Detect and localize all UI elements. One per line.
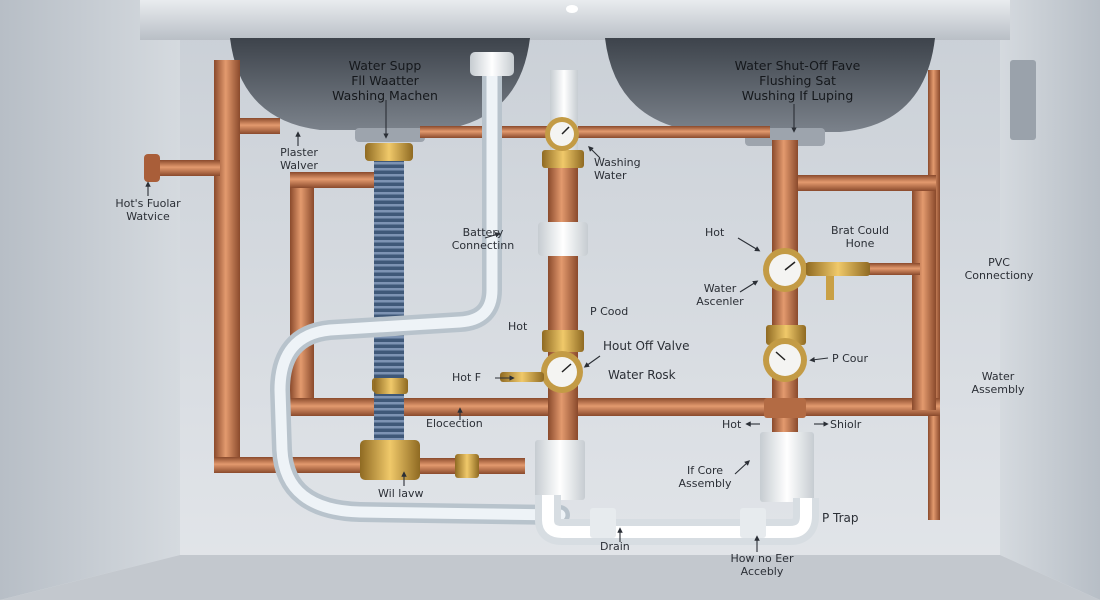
left-inner-top: [290, 172, 390, 188]
label-hot-f: Hot F: [452, 371, 482, 384]
label-wil-lavw: Wil lavw: [378, 487, 424, 500]
label-line: Connectinn: [451, 239, 515, 252]
bottom-outlet-nut: [455, 454, 479, 478]
label-how-no-eer: How no Eer Accebly: [722, 552, 802, 578]
label-line: Ascenler: [696, 295, 744, 308]
callout-arrows: [145, 100, 829, 552]
left-stub-arm: [150, 160, 220, 176]
right-outer-riser: [912, 180, 936, 410]
braided-hose: [374, 160, 404, 450]
right-valve-handle: [806, 262, 870, 276]
gauge-top-center: [545, 117, 579, 151]
right-valve-stem: [826, 276, 834, 300]
label-hout-off-valve: Hout Off Valve: [603, 339, 690, 353]
label-brat-could: Brat Could Hone: [818, 224, 902, 250]
center-riser: [548, 150, 578, 440]
label-p-trap: P Trap: [822, 511, 859, 525]
label-line: Flushing Sat: [759, 73, 836, 88]
label-line: Battery: [462, 226, 504, 239]
label-line: Assembly: [971, 383, 1025, 396]
label-line: Water: [594, 169, 627, 182]
left-copper-elbow: [240, 118, 280, 134]
label-line: Water: [703, 282, 737, 295]
label-elocection: Elocection: [426, 417, 483, 430]
label-line: If Core: [686, 464, 724, 477]
center-coupling: [538, 222, 588, 256]
label-battery-connection: Battery Connectinn: [438, 226, 528, 252]
label-water-ascenler: Water Ascenler: [680, 282, 760, 308]
label-line: Hone: [845, 237, 875, 250]
right-sink-bowl: [605, 38, 935, 132]
left-cabinet-wall: [0, 0, 180, 600]
label-line: Assembly: [678, 477, 732, 490]
right-outer-top: [790, 175, 936, 191]
label-line: Accebly: [740, 565, 784, 578]
pvc-drain-right: [760, 432, 814, 502]
left-strainer: [355, 128, 425, 142]
label-hot-small: Hot: [508, 320, 528, 333]
label-water-assembly: Water Assembly: [958, 370, 1038, 396]
label-hot-right: Hot: [705, 226, 725, 239]
top-cross-pipe: [420, 126, 770, 138]
hose-tee: [360, 440, 420, 480]
label-line: Plaster: [280, 146, 318, 159]
hot-valve-handle: [500, 372, 544, 382]
fitting-center-mid: [542, 330, 584, 352]
left-sink-bowl: [230, 38, 530, 130]
gauge-center-valve: [541, 351, 583, 393]
label-line: Fll Waatter: [351, 73, 419, 88]
right-bracket: [1010, 60, 1036, 140]
label-plaster-valve: Plaster Walver: [268, 146, 330, 172]
fitting-right-bottom: [764, 398, 806, 418]
cabinet-floor: [0, 555, 1100, 600]
p-trap-highlight: [542, 495, 812, 538]
left-copper-riser: [214, 60, 240, 470]
left-inner-riser: [290, 175, 314, 405]
label-pf-cood: P Cood: [590, 305, 629, 318]
label-pf-cour: P Cour: [832, 352, 869, 365]
gauge-right-upper: [763, 248, 807, 292]
label-hot-lower: Hot: [722, 418, 742, 431]
label-line: Brat Could: [830, 224, 890, 237]
label-shiolr: Shiolr: [830, 418, 862, 431]
hose-nut-top: [365, 143, 413, 161]
label-pvc-connection: PVC Connectiony: [952, 256, 1046, 282]
label-line: Hot's Fuolar: [115, 197, 181, 210]
sink-light: [566, 5, 578, 13]
label-line: Watvice: [126, 210, 170, 223]
label-if-core-assembly: If Core Assembly: [672, 464, 738, 490]
label-water-supply-left: Water Supp Fll Waatter Washing Machen: [300, 58, 470, 103]
label-water-rosk: Water Rosk: [608, 368, 676, 382]
white-drain-hose-highlight: [274, 69, 566, 521]
label-drain: Drain: [600, 540, 630, 553]
right-cabinet-wall: [1000, 0, 1100, 600]
label-line: Water Shut-Off Fave: [734, 58, 861, 73]
label-line: Water: [981, 370, 1015, 383]
drain-hose-cap: [470, 52, 514, 76]
label-line: PVC: [988, 256, 1010, 269]
fitting-left-mid: [374, 378, 408, 394]
label-water-shutoff-right: Water Shut-Off Fave Flushing Sat Wushing…: [705, 58, 890, 103]
label-line: Washing Machen: [332, 88, 438, 103]
p-trap-coupling-left: [590, 508, 616, 538]
left-stub-cap: [144, 154, 160, 182]
left-copper-bottom: [214, 457, 384, 473]
label-line: Washing: [594, 156, 641, 169]
pvc-drain-left: [535, 440, 585, 500]
p-trap-coupling-right: [740, 508, 766, 538]
label-hot-fuolar: Hot's Fuolar Watvice: [105, 197, 191, 223]
label-line: Walver: [280, 159, 318, 172]
label-washing-water: Washing Water: [594, 156, 641, 182]
label-line: How no Eer: [730, 552, 794, 565]
gauge-right-lower: [763, 338, 807, 382]
label-line: Wushing If Luping: [741, 88, 854, 103]
label-line: Connectiony: [964, 269, 1034, 282]
label-line: Water Supp: [348, 58, 422, 73]
fitting-center-top: [542, 150, 584, 168]
